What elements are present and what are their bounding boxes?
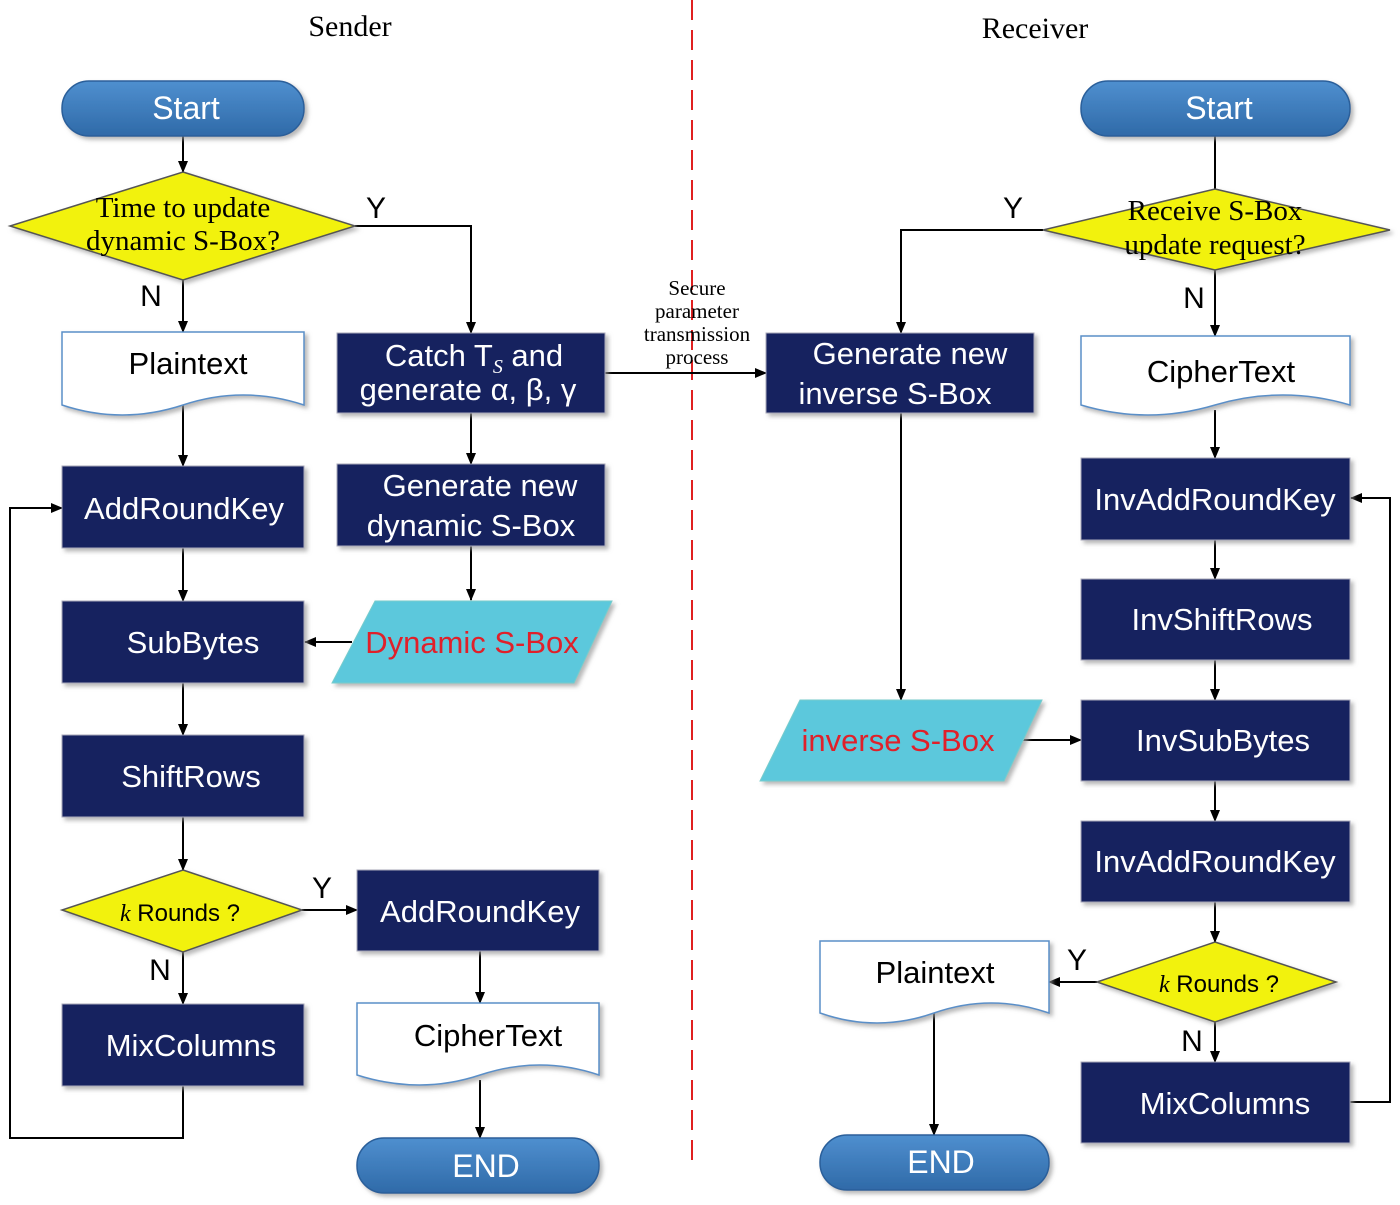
receiver-start-terminal [1080, 80, 1351, 137]
catch-ts-suffix: and [503, 338, 563, 373]
receiver-end-label: END [907, 1144, 975, 1180]
sender-final-addroundkey-process [356, 869, 600, 952]
subbytes-process [61, 600, 305, 684]
invsubbytes-process [1080, 699, 1351, 782]
receiver-update-decision-line2: update request? [1124, 229, 1305, 261]
inverse-sbox-label: inverse S-Box [802, 723, 995, 758]
sender-rounds-label: k Rounds ? [120, 900, 240, 927]
generate-dynamic-sbox-line2: dynamic S-Box [367, 508, 576, 543]
sender-update-decision-line2: dynamic S-Box? [86, 225, 280, 257]
sender-end-label: END [452, 1148, 520, 1184]
receiver-rounds-decision [1094, 941, 1339, 1023]
sender-mixcolumns-process [61, 1003, 305, 1087]
receiver-plaintext-document [819, 940, 1050, 1024]
generate-inverse-sbox-process [765, 332, 1035, 414]
sender-mixcolumns-label: MixColumns [106, 1028, 277, 1063]
sender-rounds-k: k [120, 901, 131, 927]
sender-connectors [9, 136, 767, 1139]
receiver-rounds-text: Rounds ? [1176, 971, 1279, 998]
generate-inverse-sbox-line2: inverse S-Box [799, 376, 992, 411]
invaddroundkey-second-label: InvAddRoundKey [1094, 844, 1336, 879]
sender-plaintext-document [61, 331, 305, 416]
sender-update-decision [7, 171, 358, 281]
invaddroundkey-first-label: InvAddRoundKey [1094, 482, 1336, 517]
receiver-header: Receiver [982, 12, 1089, 45]
sender-rounds-decision [59, 869, 305, 953]
channel-label-line1: Secure [668, 276, 725, 300]
invshiftrows-process [1080, 578, 1351, 661]
receiver-rounds-no-label: N [1181, 1025, 1203, 1058]
receiver-connectors [896, 136, 1391, 1136]
channel-label-line4: process [666, 345, 729, 369]
sender-start-terminal [61, 80, 305, 137]
sender-start-label: Start [152, 90, 220, 126]
generate-dynamic-sbox-process [336, 463, 606, 547]
receiver-end-terminal [819, 1134, 1050, 1191]
sender-rounds-yes-label: Y [312, 872, 332, 905]
catch-ts-line1: Catch TS and [385, 338, 563, 378]
receiver-rounds-yes-label: Y [1067, 944, 1087, 977]
sender-ciphertext-document [356, 1002, 600, 1086]
sender-ciphertext-label: CipherText [414, 1018, 563, 1053]
receiver-mixcolumns-label: MixColumns [1140, 1086, 1311, 1121]
sender-plaintext-label: Plaintext [129, 346, 248, 381]
receiver-rounds-label: k Rounds ? [1159, 971, 1279, 998]
sender-update-decision-line1: Time to update [96, 192, 271, 224]
generate-inverse-sbox-line1: Generate new [813, 336, 1008, 371]
invaddroundkey-second-process [1080, 820, 1351, 903]
catch-ts-subscript: S [493, 356, 503, 378]
sender-rounds-text: Rounds ? [137, 900, 240, 927]
receiver-ciphertext-document [1080, 335, 1351, 416]
catch-ts-line2: generate α, β, γ [360, 372, 577, 407]
dynamic-sbox-io [331, 600, 613, 684]
catch-ts-prefix: Catch T [385, 338, 493, 373]
receiver-update-yes-label: Y [1003, 192, 1023, 225]
shiftrows-process [61, 734, 305, 818]
sender-addroundkey-process [61, 465, 305, 549]
receiver-update-decision [1042, 188, 1391, 271]
sender-header: Sender [308, 10, 391, 43]
invaddroundkey-first-process [1080, 457, 1351, 541]
receiver-update-no-label: N [1183, 282, 1205, 315]
sender-end-terminal [356, 1137, 600, 1194]
dynamic-sbox-label: Dynamic S-Box [365, 625, 579, 660]
receiver-start-label: Start [1185, 90, 1253, 126]
sender-update-yes-label: Y [366, 192, 386, 225]
subbytes-label: SubBytes [127, 625, 260, 660]
invsubbytes-label: InvSubBytes [1136, 723, 1310, 758]
channel-label-line2: parameter [655, 299, 739, 323]
generate-dynamic-sbox-line1: Generate new [383, 468, 578, 503]
sender-rounds-no-label: N [149, 954, 171, 987]
inverse-sbox-io [759, 699, 1043, 782]
catch-ts-process [336, 332, 606, 414]
sender-addroundkey-label: AddRoundKey [84, 491, 284, 526]
shiftrows-label: ShiftRows [121, 759, 261, 794]
receiver-mixcolumns-process [1080, 1061, 1351, 1144]
channel-label-line3: transmission [644, 322, 751, 346]
receiver-plaintext-label: Plaintext [876, 955, 995, 990]
receiver-ciphertext-label: CipherText [1147, 354, 1296, 389]
invshiftrows-label: InvShiftRows [1132, 602, 1313, 637]
receiver-rounds-k: k [1159, 972, 1170, 998]
sender-final-addroundkey-label: AddRoundKey [380, 894, 580, 929]
receiver-update-decision-line1: Receive S-Box [1128, 195, 1303, 227]
sender-update-no-label: N [140, 280, 162, 313]
